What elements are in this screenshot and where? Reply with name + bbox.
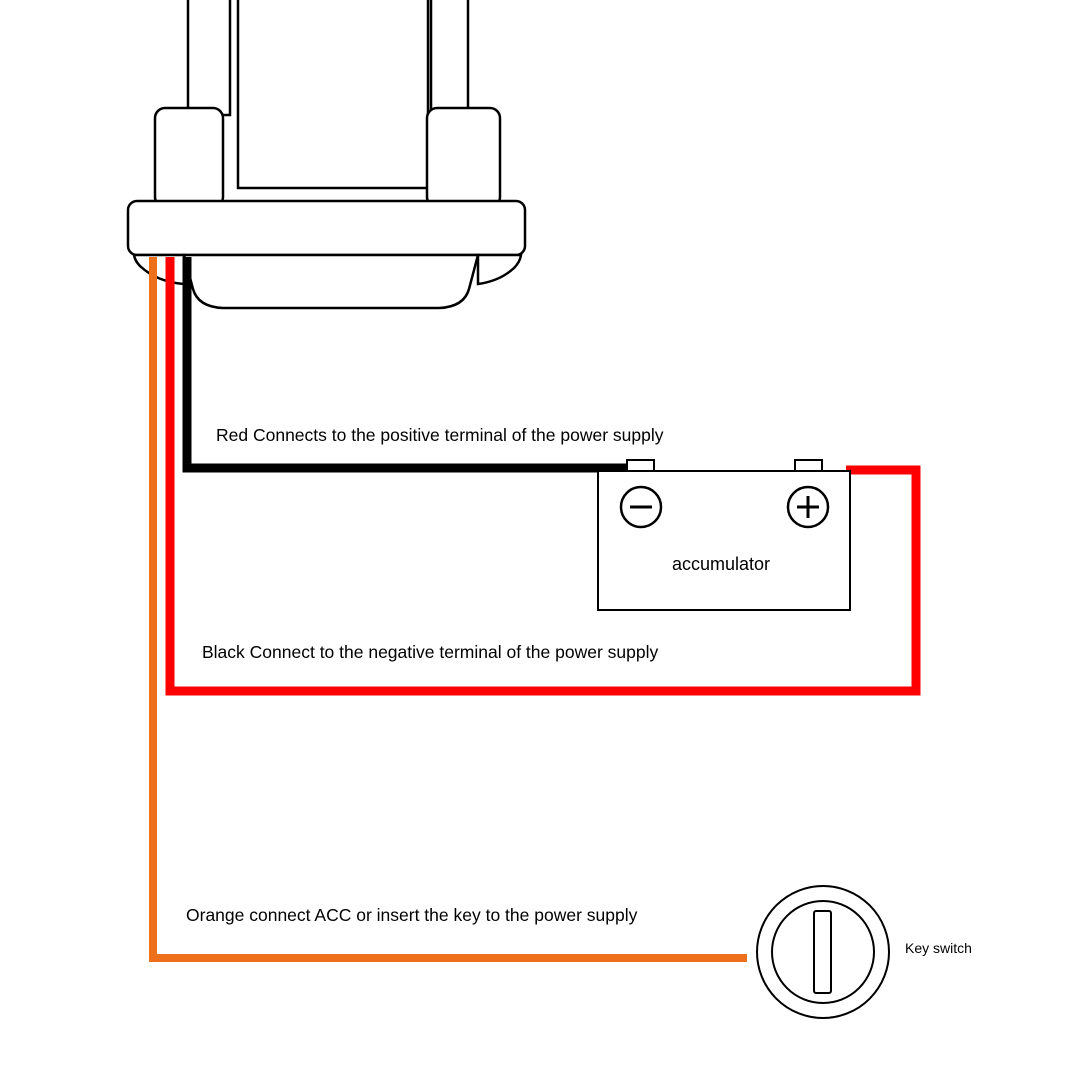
device-connector [126,0,527,310]
left-cable-grommet [153,106,225,209]
key-slot-icon [813,910,832,994]
key-switch: Key switch [756,885,972,1019]
orange-wire-label: Orange connect ACC or insert the key to … [186,905,638,925]
left-cable [186,0,232,117]
connector-left-tab [132,253,186,286]
connector-plug-housing [182,253,480,310]
connector-flange [126,199,527,257]
red-wire [165,257,921,696]
minus-icon [619,485,663,529]
key-switch-label: Key switch [905,940,972,956]
plus-icon [786,485,830,529]
connector-right-tab [476,253,523,286]
black-wire-label: Black Connect to the negative terminal o… [202,642,658,662]
accumulator-label: accumulator [672,554,770,574]
orange-wire [149,257,747,962]
accumulator: accumulator [597,459,851,611]
right-cable [429,0,470,117]
red-wire-label: Red Connects to the positive terminal of… [216,425,664,445]
connector-body [236,0,430,190]
black-wire [182,257,641,473]
right-cable-grommet [425,106,502,209]
